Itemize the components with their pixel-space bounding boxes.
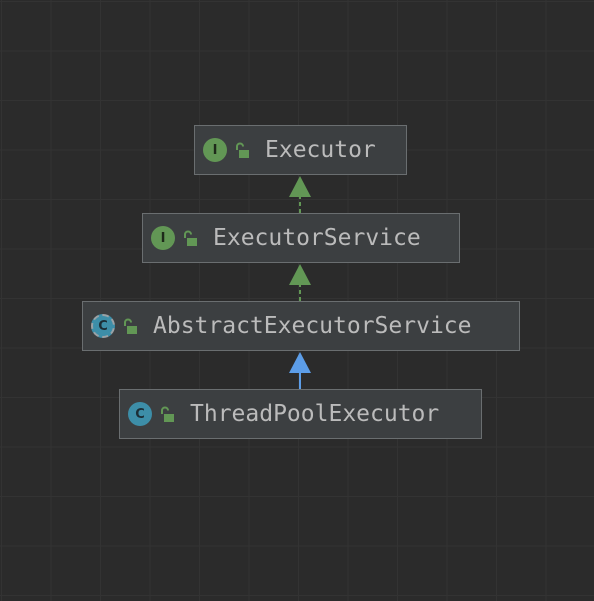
node-name: AbstractExecutorService [153, 313, 472, 339]
edge-abstract-executor-service-to-executor-service [289, 264, 311, 301]
unlocked-lock-icon [124, 318, 137, 334]
abstract-executor-service-node[interactable]: C AbstractExecutorService [82, 301, 520, 351]
interface-icon: I [203, 138, 227, 162]
node-name: ExecutorService [213, 225, 421, 251]
class-icon: C [128, 402, 152, 426]
edge-executor-service-to-executor [289, 176, 311, 213]
executor-service-node[interactable]: I ExecutorService [142, 213, 460, 263]
edge-thread-pool-executor-to-abstract-executor-service [289, 352, 311, 389]
node-name: Executor [265, 137, 376, 163]
unlocked-lock-icon [236, 142, 249, 158]
executor-node[interactable]: I Executor [194, 125, 407, 175]
unlocked-lock-icon [161, 406, 174, 422]
thread-pool-executor-node[interactable]: C ThreadPoolExecutor [119, 389, 482, 439]
abstract-class-icon: C [91, 314, 115, 338]
unlocked-lock-icon [184, 230, 197, 246]
node-name: ThreadPoolExecutor [190, 401, 440, 427]
interface-icon: I [151, 226, 175, 250]
